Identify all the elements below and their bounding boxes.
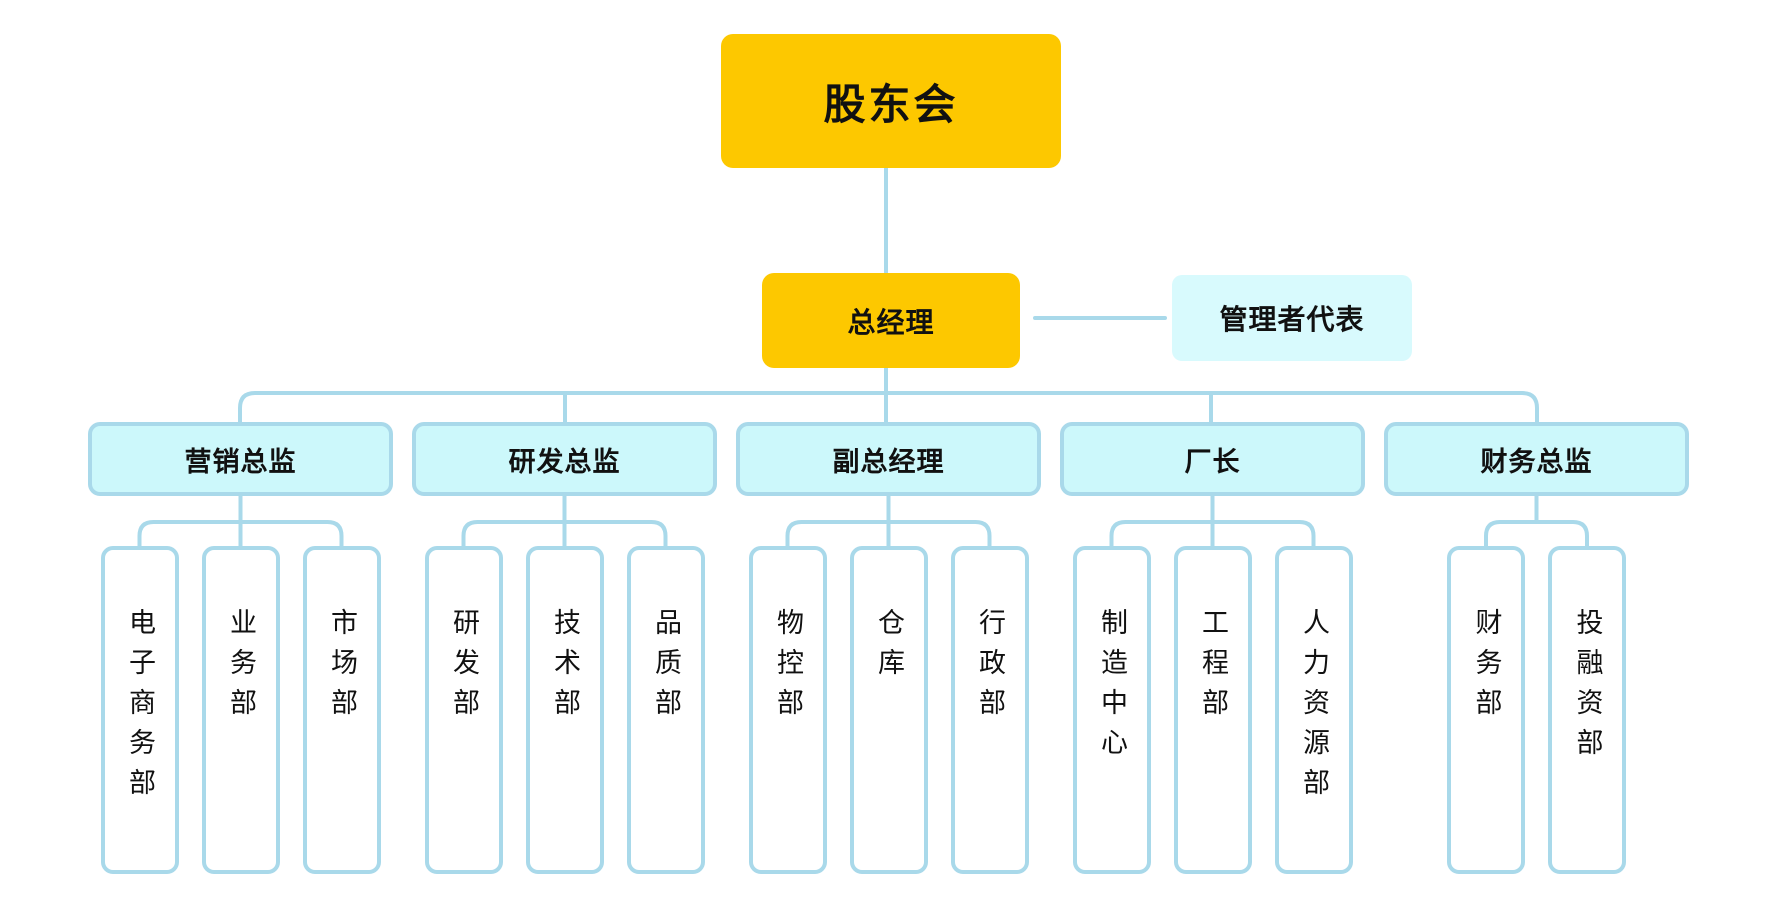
department-box: 投融资部	[1548, 546, 1626, 874]
director-label: 研发总监	[508, 446, 621, 478]
department-label: 财务部	[1470, 608, 1502, 728]
connector-department-bus	[1484, 520, 1589, 548]
department-box: 物控部	[748, 546, 827, 874]
shareholders-box: 股东会	[721, 34, 1061, 168]
department-label: 市场部	[326, 608, 357, 728]
department-box: 业务部	[201, 546, 280, 874]
department-label: 制造中心	[1096, 608, 1127, 768]
department-box: 行政部	[950, 546, 1029, 874]
department-box: 电子商务部	[100, 546, 179, 874]
department-box: 财务部	[1447, 546, 1525, 874]
management-rep-box: 管理者代表	[1172, 275, 1412, 361]
connector-director-bus	[238, 391, 1539, 424]
director-label: 厂长	[1184, 446, 1241, 478]
department-label: 行政部	[974, 608, 1005, 728]
director-label: 财务总监	[1480, 446, 1593, 478]
management-rep-label: 管理者代表	[1219, 303, 1365, 336]
department-label: 技术部	[549, 608, 580, 728]
department-box: 技术部	[525, 546, 604, 874]
department-box: 研发部	[424, 546, 503, 874]
general-manager-box: 总经理	[762, 273, 1020, 368]
shareholders-label: 股东会	[823, 79, 959, 129]
director-label: 副总经理	[832, 446, 945, 478]
department-label: 工程部	[1197, 608, 1228, 728]
department-label: 品质部	[650, 608, 681, 728]
department-box: 品质部	[626, 546, 705, 874]
department-box: 制造中心	[1072, 546, 1151, 874]
director-box-deputy-gm: 副总经理	[736, 422, 1041, 496]
general-manager-label: 总经理	[847, 305, 935, 339]
director-box-rd: 研发总监	[412, 422, 717, 496]
director-label: 营销总监	[184, 446, 297, 478]
department-box: 人力资源部	[1274, 546, 1353, 874]
department-label: 物控部	[772, 608, 803, 728]
department-label: 仓库	[873, 608, 904, 688]
director-box-finance: 财务总监	[1384, 422, 1689, 496]
department-label: 业务部	[225, 608, 256, 728]
department-label: 投融资部	[1571, 608, 1603, 768]
department-label: 研发部	[448, 608, 479, 728]
department-label: 人力资源部	[1298, 608, 1329, 808]
director-box-factory: 厂长	[1060, 422, 1365, 496]
department-box: 仓库	[849, 546, 928, 874]
director-box-marketing: 营销总监	[88, 422, 393, 496]
department-label: 电子商务部	[124, 608, 155, 808]
department-box: 市场部	[302, 546, 381, 874]
department-box: 工程部	[1173, 546, 1252, 874]
